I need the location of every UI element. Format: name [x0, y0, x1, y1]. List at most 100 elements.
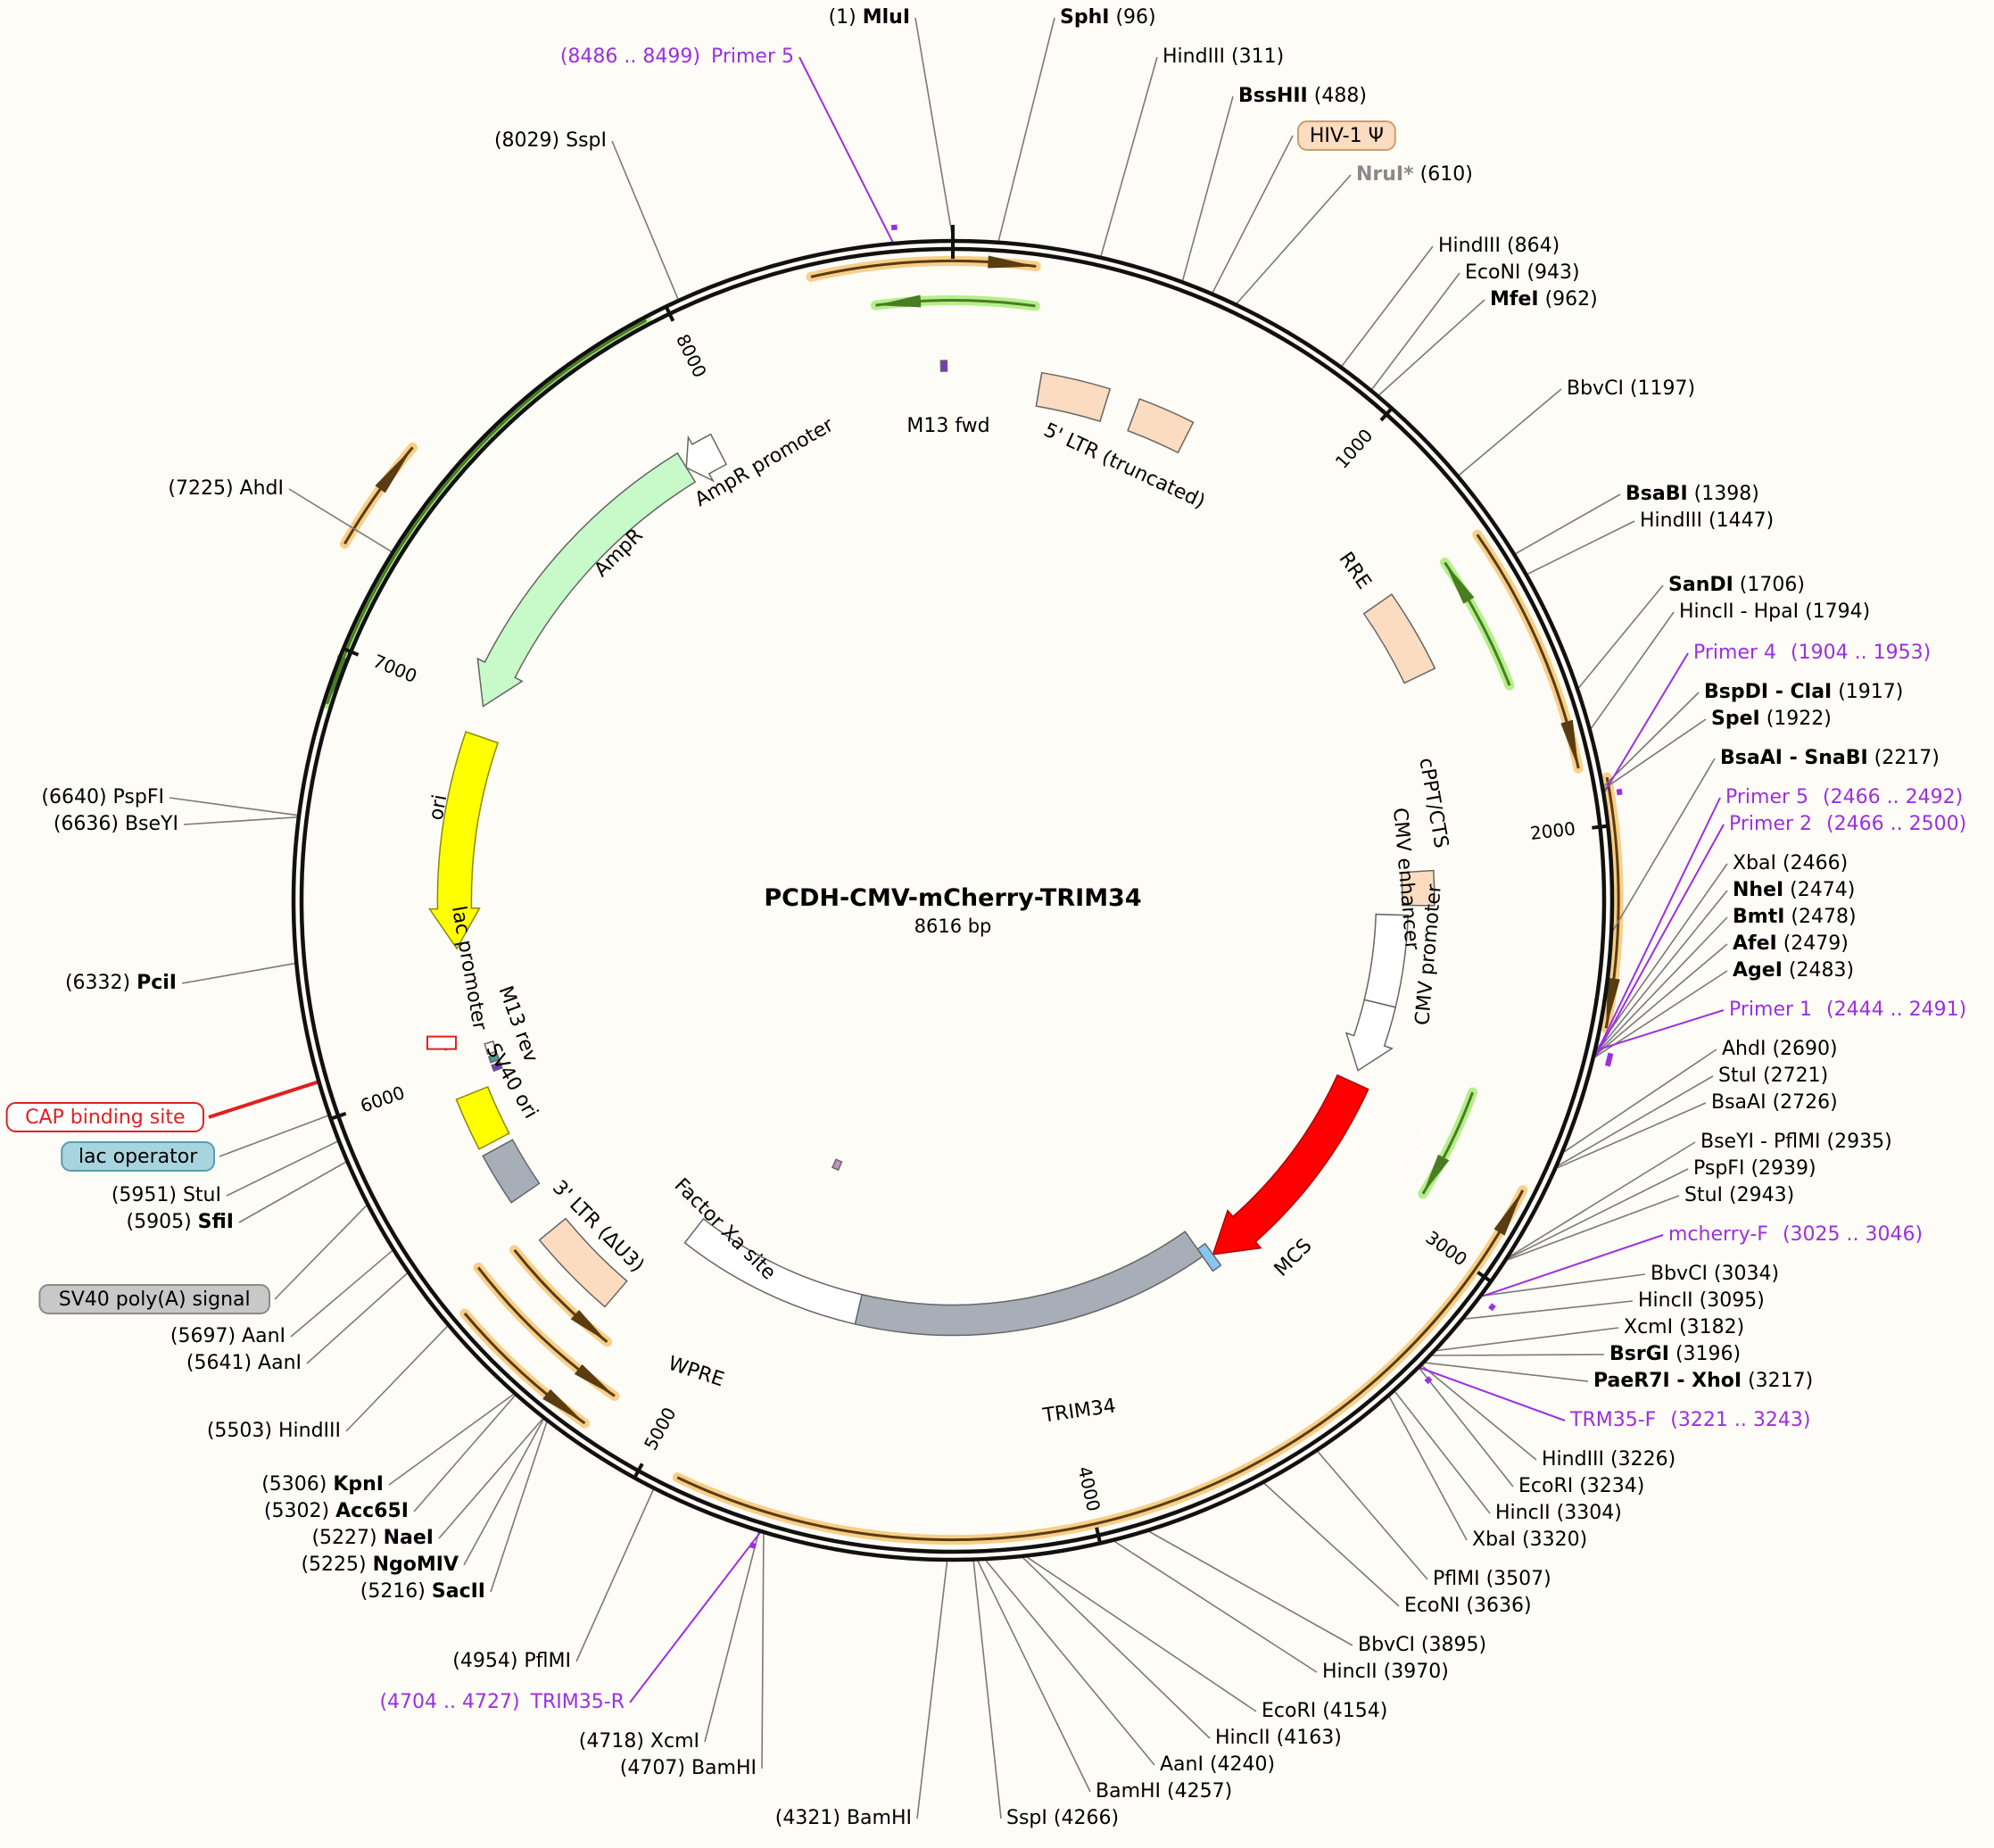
feature-layer	[426, 360, 1436, 1337]
site-name: NruI*	[1356, 163, 1414, 186]
leader-line	[1436, 1327, 1619, 1352]
leader-line	[226, 1140, 338, 1197]
site-name: XcmI	[650, 1730, 699, 1753]
site-position: (2479)	[1777, 932, 1849, 955]
leader-line	[798, 56, 894, 243]
site-label-stui: StuI (2943)	[1684, 1184, 1794, 1206]
leader-line	[972, 1561, 1002, 1819]
leader-line	[914, 17, 954, 240]
site-label-bmti: BmtI (2478)	[1733, 906, 1857, 928]
primer-mark	[1488, 1303, 1496, 1312]
feature-lac-promoter	[484, 1040, 498, 1056]
site-name: Acc65I	[335, 1500, 409, 1522]
primer-label-primer-5: Primer 5(2466 .. 2492)	[1725, 786, 1963, 808]
site-label-hincii: HincII (3304)	[1495, 1502, 1622, 1524]
leader-line	[1577, 584, 1664, 689]
site-position: (1197)	[1624, 377, 1695, 400]
feature-label-mcs: MCS	[1270, 1235, 1317, 1281]
site-position: (1447)	[1702, 510, 1774, 532]
site-position: (2478)	[1784, 906, 1856, 928]
primer-range: (8486 .. 8499)	[560, 46, 700, 68]
primer-name: mcherry-F	[1668, 1223, 1768, 1246]
leader-line	[238, 1161, 346, 1223]
site-name: EcoRI	[1518, 1475, 1573, 1497]
tick-mark	[344, 647, 360, 657]
site-label-ecori: EcoRI (3234)	[1518, 1475, 1644, 1497]
site-label-acc65i: (5302) Acc65I	[264, 1500, 409, 1522]
primer-label-primer-2: Primer 2(2466 .. 2500)	[1729, 813, 1966, 835]
site-label-aani: AanI (4240)	[1160, 1753, 1275, 1776]
feature-label-mcherry: mCherry	[1385, 1108, 1446, 1193]
site-name: XcmI	[1624, 1316, 1673, 1338]
site-position: (3034)	[1708, 1263, 1779, 1285]
site-label-hincii: HincII (4163)	[1215, 1727, 1342, 1749]
site-position: (2483)	[1783, 959, 1854, 982]
site-label-bseyi: (6636) BseYI	[54, 813, 178, 835]
site-name: XbaI	[1472, 1529, 1516, 1551]
feature-5-ltr-segment	[1127, 398, 1195, 454]
site-label-bsaai-snabi: BsaAI - SnaBI (2217)	[1720, 747, 1940, 769]
leader-line	[1596, 1009, 1725, 1051]
site-name: BsaBI	[1626, 483, 1688, 505]
leader-line	[1603, 692, 1700, 787]
leader-line	[274, 1205, 368, 1300]
site-position: (3320)	[1516, 1529, 1587, 1551]
primer-label-primer-4: Primer 4 (1904 .. 1953)	[1693, 642, 1931, 664]
site-position: (5905)	[127, 1211, 198, 1233]
tick-mark	[633, 1463, 644, 1478]
site-label-sacii: (5216) SacII	[360, 1580, 485, 1603]
leader-line	[490, 1421, 548, 1593]
site-label-naei: (5227) NaeI	[311, 1527, 434, 1549]
site-position: (6636)	[54, 813, 125, 835]
feature-ori	[428, 731, 500, 950]
leader-line	[388, 1393, 514, 1486]
site-position: (3217)	[1742, 1370, 1813, 1392]
feature-label-lac-promoter: lac promoter	[447, 904, 491, 1032]
primer-mark	[1616, 788, 1623, 796]
primer-name: Primer 4	[1693, 642, 1776, 664]
site-name: AhdI	[1722, 1038, 1766, 1060]
leader-line	[1594, 797, 1721, 1056]
site-label-bamhi: (4321) BamHI	[775, 1807, 912, 1829]
primer-range: (1904 .. 1953)	[1791, 642, 1931, 664]
site-position: (3636)	[1460, 1595, 1531, 1617]
site-name: SspI	[1006, 1807, 1047, 1829]
site-name: EcoNI	[1465, 261, 1520, 284]
site-name: MfeI	[1490, 288, 1539, 311]
feature-ampr	[476, 452, 697, 708]
leader-line	[463, 1419, 544, 1566]
leader-line	[345, 1325, 448, 1432]
site-name: HindIII	[278, 1420, 341, 1442]
site-position: (3095)	[1693, 1289, 1765, 1312]
site-name: HindIII	[1438, 235, 1501, 257]
site-label-ecori: EcoRI (4154)	[1262, 1700, 1387, 1722]
site-position: (3507)	[1480, 1568, 1551, 1590]
site-position: (2935)	[1821, 1131, 1892, 1153]
site-position: (4707)	[620, 1757, 691, 1779]
site-position: (1917)	[1832, 681, 1903, 703]
site-name: AanI	[258, 1352, 302, 1374]
primer-mark	[749, 1542, 757, 1549]
leader-line	[1371, 272, 1460, 390]
primer-label-trim35-r: (4704 .. 4727)TRIM35-R	[379, 1691, 625, 1713]
leader-line	[1527, 520, 1635, 575]
leader-line	[1421, 1365, 1537, 1461]
primer-name: Primer 5	[1725, 786, 1808, 808]
site-name: SacII	[432, 1580, 485, 1603]
site-position: (864)	[1501, 235, 1560, 257]
site-position: (3234)	[1573, 1475, 1644, 1497]
site-label-pspfi: (6640) PspFI	[41, 786, 164, 808]
leader-line	[1594, 916, 1728, 1056]
site-position: (3196)	[1669, 1343, 1741, 1365]
leader-line	[1419, 1368, 1514, 1488]
feature-box-label-lac-operator: lac operator	[79, 1146, 198, 1168]
site-label-econi: EcoNI (3636)	[1404, 1595, 1532, 1617]
site-name: HincII	[1215, 1727, 1270, 1749]
feature-3-ltr-u3	[538, 1217, 628, 1308]
tick-label: 2000	[1529, 817, 1576, 844]
leader-line	[1604, 652, 1689, 792]
site-position: (5641)	[186, 1352, 258, 1374]
site-name: HindIII	[1640, 510, 1702, 532]
primer-range: (2444 .. 2491)	[1826, 999, 1966, 1021]
primer-mark	[1604, 1059, 1612, 1067]
